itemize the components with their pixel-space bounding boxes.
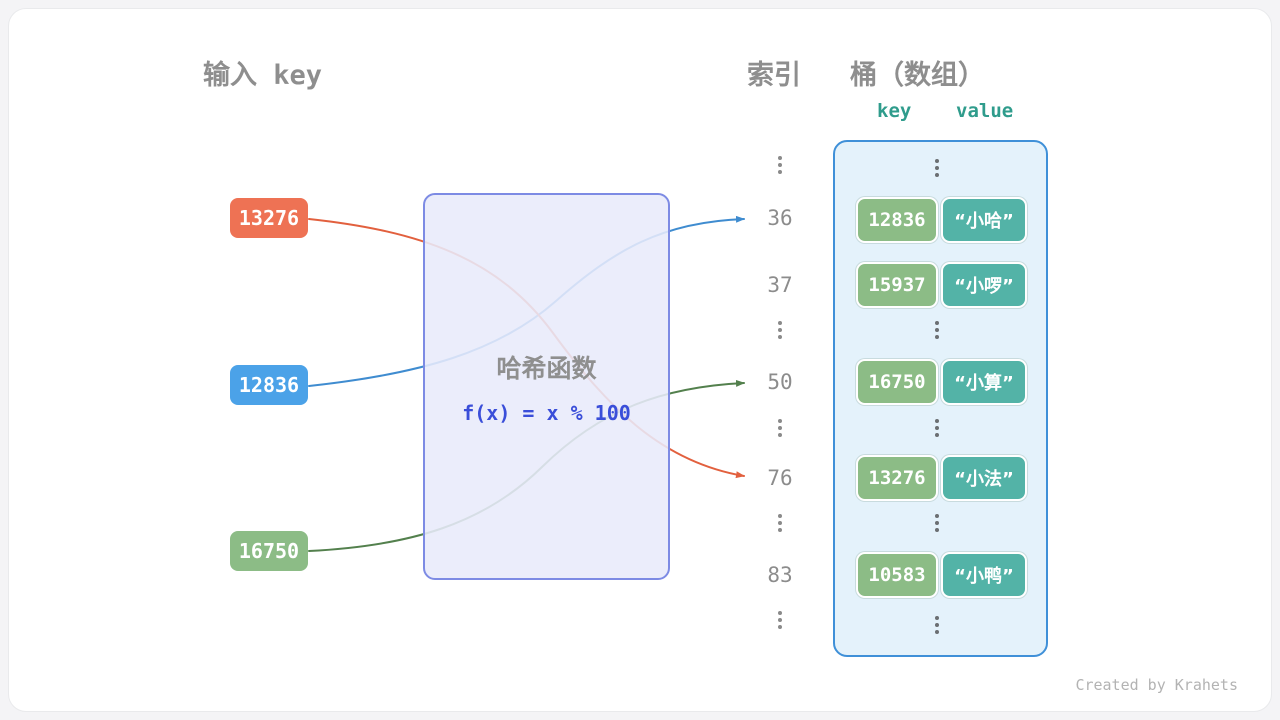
bucket-ellipsis — [934, 419, 940, 437]
hash-function-title: 哈希函数 — [496, 353, 597, 383]
index-label-36: 36 — [767, 206, 793, 230]
bucket-ellipsis — [934, 321, 940, 339]
bucket-entry-13276: 13276 “小法” — [856, 455, 1027, 501]
index-ellipsis — [777, 514, 783, 532]
input-key-16750: 16750 — [230, 531, 308, 571]
bucket-ellipsis — [934, 159, 940, 177]
watermark: Created by Krahets — [1075, 676, 1238, 694]
hash-function-formula: f(x) = x % 100 — [462, 400, 631, 425]
bucket-entry-value: “小算” — [941, 359, 1027, 405]
bucket-key-column-header: key — [877, 100, 912, 122]
bucket-entry-key: 15937 — [856, 262, 938, 308]
bucket-header: 桶（数组） — [850, 60, 985, 91]
hash-function-box: 哈希函数 f(x) = x % 100 — [423, 193, 670, 580]
bucket-entry-12836: 12836 “小哈” — [856, 197, 1027, 243]
bucket-ellipsis — [934, 514, 940, 532]
index-ellipsis — [777, 156, 783, 174]
index-label-83: 83 — [767, 563, 793, 587]
bucket-entry-key: 16750 — [856, 359, 938, 405]
bucket-entry-value: “小哈” — [941, 197, 1027, 243]
input-key-12836: 12836 — [230, 365, 308, 405]
bucket-entry-key: 13276 — [856, 455, 938, 501]
bucket-entry-16750: 16750 “小算” — [856, 359, 1027, 405]
input-key-13276: 13276 — [230, 198, 308, 238]
bucket-entry-key: 10583 — [856, 552, 938, 598]
index-label-37: 37 — [767, 273, 793, 297]
bucket-entry-10583: 10583 “小鸭” — [856, 552, 1027, 598]
bucket-entry-15937: 15937 “小啰” — [856, 262, 1027, 308]
bucket-entry-value: “小鸭” — [941, 552, 1027, 598]
index-ellipsis — [777, 419, 783, 437]
index-label-50: 50 — [767, 370, 793, 394]
index-label-76: 76 — [767, 466, 793, 490]
input-key-header: 输入 key — [203, 60, 323, 91]
bucket-value-column-header: value — [956, 100, 1014, 122]
bucket-entry-value: “小啰” — [941, 262, 1027, 308]
index-ellipsis — [777, 611, 783, 629]
index-ellipsis — [777, 321, 783, 339]
index-header: 索引 — [747, 60, 801, 91]
bucket-ellipsis — [934, 616, 940, 634]
bucket-entry-value: “小法” — [941, 455, 1027, 501]
bucket-entry-key: 12836 — [856, 197, 938, 243]
